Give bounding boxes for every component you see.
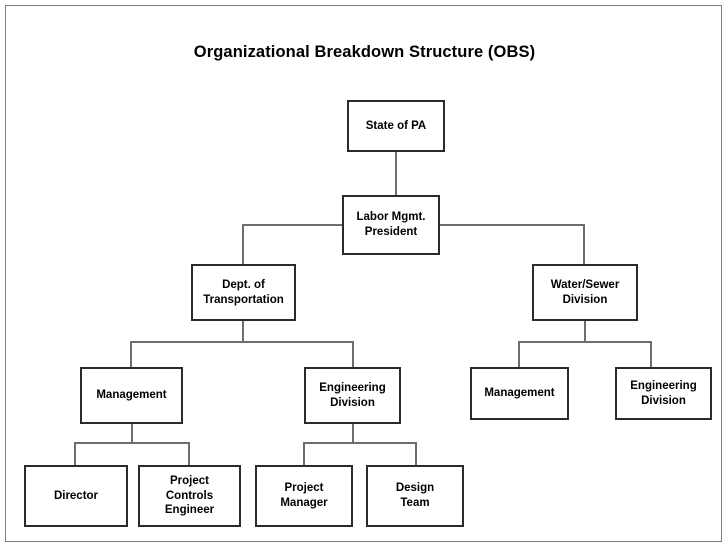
connector-engineering-transport-right-drop: [415, 442, 417, 465]
connector-transport-bus: [130, 341, 354, 343]
connector-management-transport-left-drop: [74, 442, 76, 465]
org-node-labor-mgmt-president[interactable]: Labor Mgmt. President: [342, 195, 440, 255]
org-node-director[interactable]: Director: [24, 465, 128, 527]
org-node-management-water-sewer[interactable]: Management: [470, 367, 569, 420]
connector-transport-left-drop: [130, 341, 132, 367]
connector-water-sewer-bus: [518, 341, 652, 343]
org-node-label: Labor Mgmt. President: [356, 211, 426, 238]
connector-engineering-transport-stem: [352, 424, 354, 442]
org-node-management-transport[interactable]: Management: [80, 367, 183, 424]
connector-water-sewer-stem: [584, 321, 586, 342]
org-node-label: Water/Sewer Division: [550, 278, 620, 306]
connector-state-to-president-stem: [395, 152, 397, 195]
connector-management-transport-bus: [74, 442, 190, 444]
connector-water-sewer-right-drop: [650, 341, 652, 367]
connector-president-right-drop: [583, 224, 585, 264]
connector-management-transport-stem: [131, 424, 133, 442]
org-node-label: Director: [53, 489, 99, 502]
org-node-engineering-division-water-sewer[interactable]: Engineering Division: [615, 367, 712, 420]
connector-water-sewer-left-drop: [518, 341, 520, 367]
org-node-label: Engineering Division: [630, 379, 697, 407]
org-node-dept-of-transportation[interactable]: Dept. of Transportation: [191, 264, 296, 321]
connector-engineering-transport-bus: [303, 442, 417, 444]
connector-president-right-bus: [440, 224, 585, 226]
org-node-label: Management: [96, 389, 167, 402]
org-node-label: Project Manager: [280, 482, 328, 509]
connector-president-left-drop: [242, 224, 244, 264]
org-node-label: State of PA: [365, 119, 427, 132]
org-node-water-sewer-division[interactable]: Water/Sewer Division: [532, 264, 638, 321]
org-node-project-controls-engineer[interactable]: Project Controls Engineer: [138, 465, 241, 527]
org-node-engineering-division-transport[interactable]: Engineering Division: [304, 367, 401, 424]
connector-president-left-bus: [242, 224, 342, 226]
connector-engineering-transport-left-drop: [303, 442, 305, 465]
connector-transport-stem: [242, 321, 244, 342]
org-node-design-team[interactable]: Design Team: [366, 465, 464, 527]
org-node-label: Design Team: [395, 482, 435, 509]
org-node-state-of-pa[interactable]: State of PA: [347, 100, 445, 152]
connector-management-transport-right-drop: [188, 442, 190, 465]
page-title: Organizational Breakdown Structure (OBS): [193, 43, 536, 61]
diagram-page: Organizational Breakdown Structure (OBS)…: [5, 5, 722, 542]
org-node-label: Dept. of Transportation: [203, 278, 284, 306]
org-node-label: Project Controls Engineer: [164, 474, 215, 517]
connector-transport-right-drop: [352, 341, 354, 367]
org-node-project-manager[interactable]: Project Manager: [255, 465, 353, 527]
org-node-label: Management: [484, 387, 555, 400]
org-node-label: Engineering Division: [319, 381, 386, 409]
